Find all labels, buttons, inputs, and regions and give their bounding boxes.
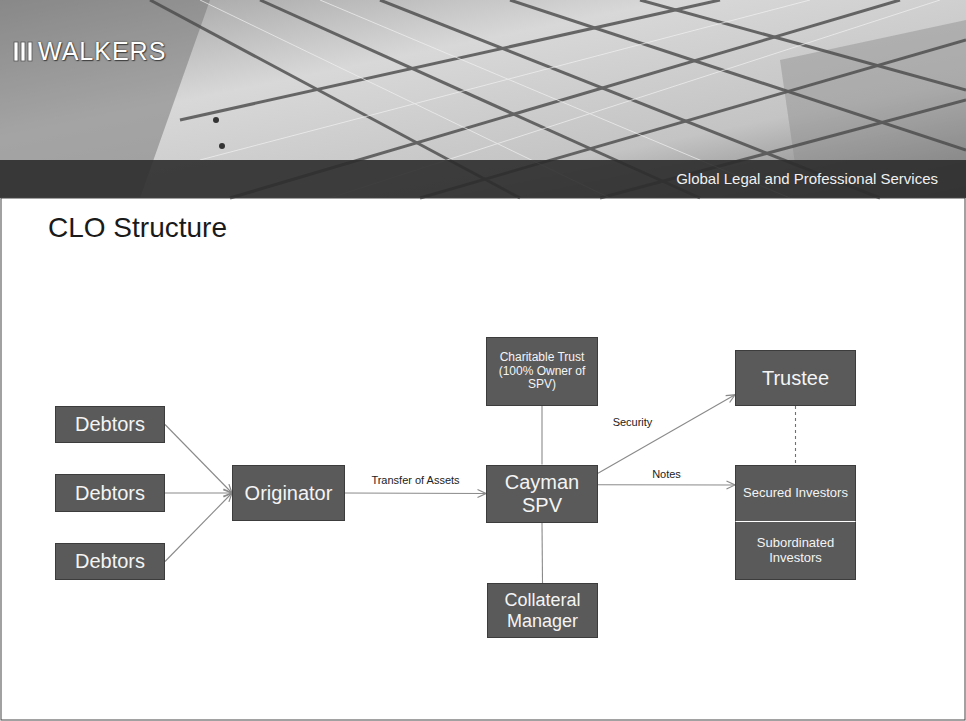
connector — [165, 493, 232, 562]
box-text: Debtors — [62, 413, 158, 436]
owner-box: Charitable Trust (100% Owner of SPV) — [486, 337, 598, 406]
connector — [795, 406, 796, 465]
trustee-box: Trustee — [735, 350, 856, 406]
connector — [165, 492, 232, 493]
connector — [345, 492, 486, 494]
connector — [541, 406, 542, 465]
slide-title: CLO Structure — [48, 212, 227, 244]
source-box: Debtors — [55, 474, 165, 512]
box-text: Cayman SPV — [493, 471, 591, 517]
manager-box: Collateral Manager — [487, 583, 598, 638]
banner-band — [0, 160, 966, 198]
connector — [598, 395, 735, 473]
box-text: Secured Investors — [742, 486, 849, 501]
connector — [598, 484, 735, 485]
logo-bars — [14, 42, 32, 61]
connector-label: Security — [611, 416, 655, 428]
slide-frame — [1, 198, 965, 720]
box-text: Debtors — [62, 482, 158, 505]
box-text: Subordinated Investors — [742, 536, 849, 566]
investor-box: Subordinated Investors — [735, 522, 856, 580]
tagline: Global Legal and Professional Services — [676, 170, 938, 187]
box-text: Debtors — [62, 550, 158, 573]
connector-label: Notes — [650, 468, 683, 480]
source-box: Debtors — [55, 543, 165, 580]
box-text: Originator — [239, 482, 338, 505]
banner-photo — [0, 0, 966, 198]
connector-label: Transfer of Assets — [369, 474, 461, 486]
process-box: Originator — [232, 465, 345, 521]
connector — [165, 425, 232, 494]
brand-name: WALKERS — [38, 37, 166, 66]
box-text: Charitable Trust (100% Owner of SPV) — [493, 351, 591, 392]
box-text: Trustee — [742, 367, 849, 390]
investor-box: Secured Investors — [735, 465, 856, 522]
entity-box: Cayman SPV — [486, 465, 598, 523]
source-box: Debtors — [55, 406, 165, 443]
box-text: Collateral Manager — [494, 590, 591, 631]
connector — [541, 523, 543, 584]
